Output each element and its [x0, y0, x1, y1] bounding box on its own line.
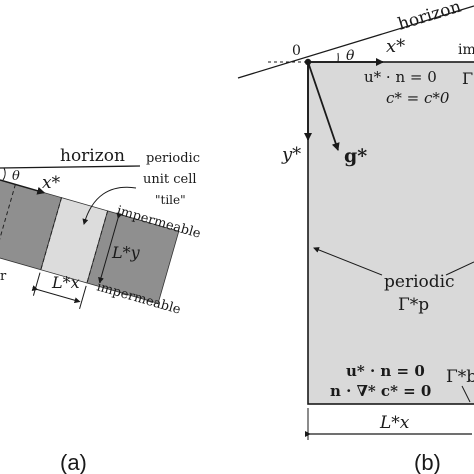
- theta-arc-a: [2, 167, 6, 181]
- horizon-label-a: horizon: [60, 146, 125, 166]
- top-boundary-label: Γ: [462, 69, 473, 88]
- origin-label: 0: [292, 43, 301, 59]
- bottom-condition-1: u* · n = 0: [346, 362, 425, 380]
- periodic-pointer-right: [445, 261, 474, 276]
- left-edge-label-a: r: [0, 269, 7, 284]
- periodic-pointer-left: [313, 247, 383, 276]
- panel-b: horizon 0 θ x* y* g* u* · n = 0 c* = c*0…: [237, 0, 474, 474]
- x-axis-label-b: x*: [386, 36, 405, 57]
- lx-dimension: [31, 285, 81, 304]
- x-axis-arrow-a: [0, 179, 46, 195]
- lx-dim-tick-2: [79, 285, 87, 310]
- dashed-divider-1: [0, 184, 16, 257]
- lx-dim-tick-1: [32, 272, 41, 296]
- unit-cell-pointer: [82, 186, 137, 225]
- caption-b: (b): [414, 450, 441, 474]
- gravity-arrow: [307, 61, 340, 151]
- gravity-label: g*: [344, 145, 367, 167]
- horizon-line-b: [237, 5, 474, 79]
- periodic-label-b: periodic: [384, 272, 455, 292]
- tile-band: [0, 173, 180, 310]
- top-condition-2: c* = c*0: [386, 89, 450, 107]
- domain-rect: [307, 61, 474, 405]
- ly-text: L*y: [111, 243, 141, 262]
- horizon-line-a: [0, 165, 141, 169]
- tile-label-a: "tile": [155, 193, 186, 207]
- y-axis-label-b: y*: [281, 144, 301, 165]
- theta-label-a: θ: [12, 169, 20, 184]
- dashed-divider-3: [86, 210, 109, 284]
- lx-label: L*x: [51, 273, 80, 292]
- unit-cell-label-a: unit cell: [143, 172, 197, 187]
- top-condition-1: u* · n = 0: [364, 68, 437, 86]
- bottom-gamma: Γ*b: [446, 367, 474, 387]
- x-axis-label-a: x*: [42, 173, 61, 193]
- ly-label: L*y: [111, 243, 141, 262]
- ly-dimension: [98, 212, 123, 284]
- top-right-cut: im: [458, 42, 474, 58]
- bottom-condition-2: n · ∇* c* = 0: [330, 382, 431, 400]
- periodic-label-a: periodic: [146, 151, 200, 166]
- horizon-label-b: horizon: [396, 0, 464, 35]
- caption-a: (a): [60, 450, 87, 474]
- width-label-b: L*x: [379, 413, 410, 433]
- periodic-gamma: Γ*p: [398, 295, 429, 315]
- bottom-gamma-pointer: [461, 385, 471, 403]
- theta-label-b: θ: [346, 48, 355, 64]
- panel-a: horizon θ x* periodic unit cell "tile" i…: [0, 146, 203, 474]
- dashed-divider-2: [40, 197, 63, 270]
